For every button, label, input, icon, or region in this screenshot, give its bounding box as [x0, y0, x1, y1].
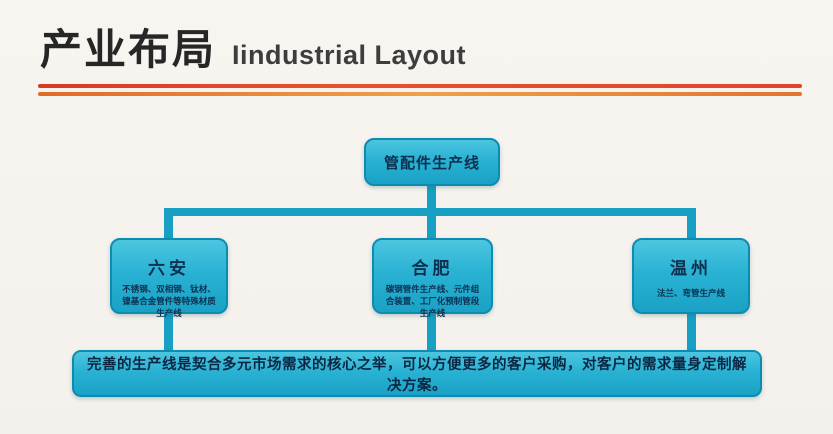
city-desc-wenzhou: 法兰、弯管生产线: [656, 288, 725, 298]
city-desc-luan: 不锈钢、双相钢、钛材、镍基合金管件等特殊材质生产线: [122, 284, 216, 318]
connector-root-down: [427, 184, 436, 212]
title-divider: [38, 84, 802, 97]
city-name-wenzhou: 温州: [670, 259, 712, 278]
title-chinese: 产业布局: [40, 26, 217, 73]
divider-line-top: [38, 84, 802, 88]
page-title: 产业布局 Iindustrial Layout: [40, 16, 466, 77]
connector-wenzhou-footer: [687, 312, 696, 352]
city-name-hefei: 合肥: [411, 259, 454, 278]
connector-stub-wenzhou: [687, 208, 696, 240]
title-english: Iindustrial Layout: [232, 40, 467, 70]
node-city-wenzhou: 温州 法兰、弯管生产线: [632, 238, 750, 314]
connector-stub-hefei: [427, 208, 436, 240]
node-city-hefei: 合肥 碳钢管件生产线、元件组合装置、工厂化预制管段生产线: [372, 238, 493, 318]
city-desc-hefei: 碳钢管件生产线、元件组合装置、工厂化预制管段生产线: [385, 284, 480, 318]
node-root-pipe-fittings-line: 管配件生产线: [364, 138, 500, 186]
summary-bar: 完善的生产线是契合多元市场需求的核心之举，可以方便更多的客户采购，对客户的需求量…: [72, 350, 762, 397]
divider-line-bottom: [38, 92, 802, 96]
connector-hefei-footer: [427, 312, 436, 352]
node-root-label: 管配件生产线: [383, 154, 480, 172]
connector-stub-luan: [164, 208, 173, 240]
node-city-luan: 六安 不锈钢、双相钢、钛材、镍基合金管件等特殊材质生产线: [110, 238, 228, 318]
summary-text: 完善的生产线是契合多元市场需求的核心之举，可以方便更多的客户采购，对客户的需求量…: [87, 356, 747, 394]
city-name-luan: 六安: [148, 259, 190, 278]
connector-luan-footer: [164, 312, 173, 352]
